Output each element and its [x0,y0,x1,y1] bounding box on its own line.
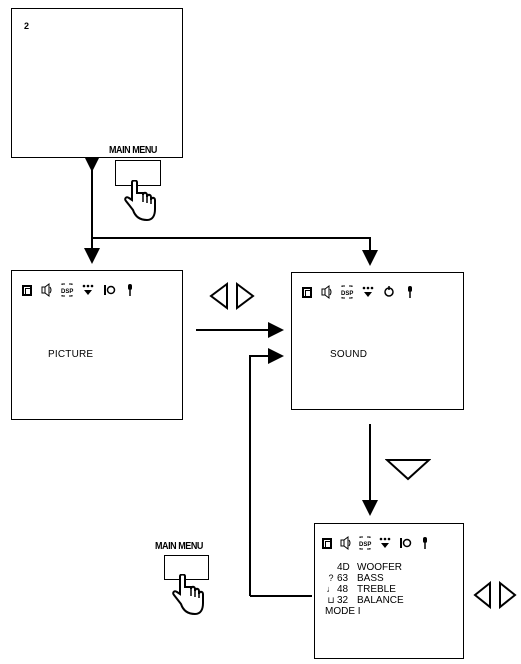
audio-waves-icon[interactable] [338,536,352,550]
menu-to-sound-connector [92,238,370,262]
channel-number: 2 [24,21,29,31]
svg-text:DSP: DSP [61,289,73,295]
sound-menu-screen: DSP SOUND [291,272,464,410]
mode-row[interactable]: MODE I [325,606,404,617]
picture-menu-screen: DSP PICTURE [11,270,183,420]
setup-icon[interactable] [382,285,396,299]
svg-text:DSP: DSP [341,291,353,297]
treble-value: 48 [337,584,353,595]
return-to-sound-connector [250,356,280,596]
sound-adjust-screen: DSP 4D WOOFER ? 63 BASS ♩ 48 TREBLE ⊔ [314,523,464,659]
mode-label: MODE I [325,606,361,617]
hand-pointer-icon [122,180,156,222]
setup-icon[interactable] [398,536,412,550]
audio-waves-icon[interactable] [39,283,53,297]
menu-icon-row: DSP [302,285,417,299]
treble-row[interactable]: ♩ 48 TREBLE [325,584,404,595]
woofer-value: 4D [337,562,353,573]
dsp-icon[interactable]: DSP [358,536,372,550]
balance-label: BALANCE [357,595,404,606]
treble-icon: ♩ [325,584,337,595]
balance-row[interactable]: ⊔ 32 BALANCE [325,595,404,606]
balance-value: 32 [337,595,353,606]
bass-icon: ? [325,573,337,584]
setup-icon[interactable] [102,283,116,297]
bass-label: BASS [357,573,384,584]
bass-value: 63 [337,573,353,584]
balance-icon: ⊔ [325,595,337,606]
picture-frame-icon[interactable] [322,538,332,549]
woofer-row[interactable]: 4D WOOFER [325,562,404,573]
picture-frame-icon[interactable] [302,287,312,298]
svg-text:DSP: DSP [359,542,371,548]
mic-icon[interactable] [123,283,137,297]
picture-label: PICTURE [48,349,93,360]
hand-pointer-icon [170,574,204,616]
treble-label: TREBLE [357,584,396,595]
dsp-icon[interactable]: DSP [60,283,74,297]
menu-icon-row: DSP [322,536,432,550]
menu-icon-row: DSP [22,283,137,297]
tv-screen: 2 [11,8,183,158]
audio-waves-icon[interactable] [319,285,333,299]
bass-row[interactable]: ? 63 BASS [325,573,404,584]
left-right-arrows-icon[interactable] [471,580,519,610]
dsp-icon[interactable]: DSP [340,285,354,299]
picture-frame-icon[interactable] [22,285,32,296]
timer-dots-icon[interactable] [361,285,375,299]
woofer-label: WOOFER [357,562,402,573]
timer-dots-icon[interactable] [81,283,95,297]
main-menu-label: MAIN MENU [155,541,203,552]
main-menu-label: MAIN MENU [109,145,157,156]
mic-icon[interactable] [418,536,432,550]
left-right-arrows-icon[interactable] [207,281,257,311]
down-arrow-icon[interactable] [385,457,431,483]
mic-icon[interactable] [403,285,417,299]
sound-settings-list: 4D WOOFER ? 63 BASS ♩ 48 TREBLE ⊔ 32 BAL… [325,562,404,617]
timer-dots-icon[interactable] [378,536,392,550]
sound-label: SOUND [330,349,367,360]
